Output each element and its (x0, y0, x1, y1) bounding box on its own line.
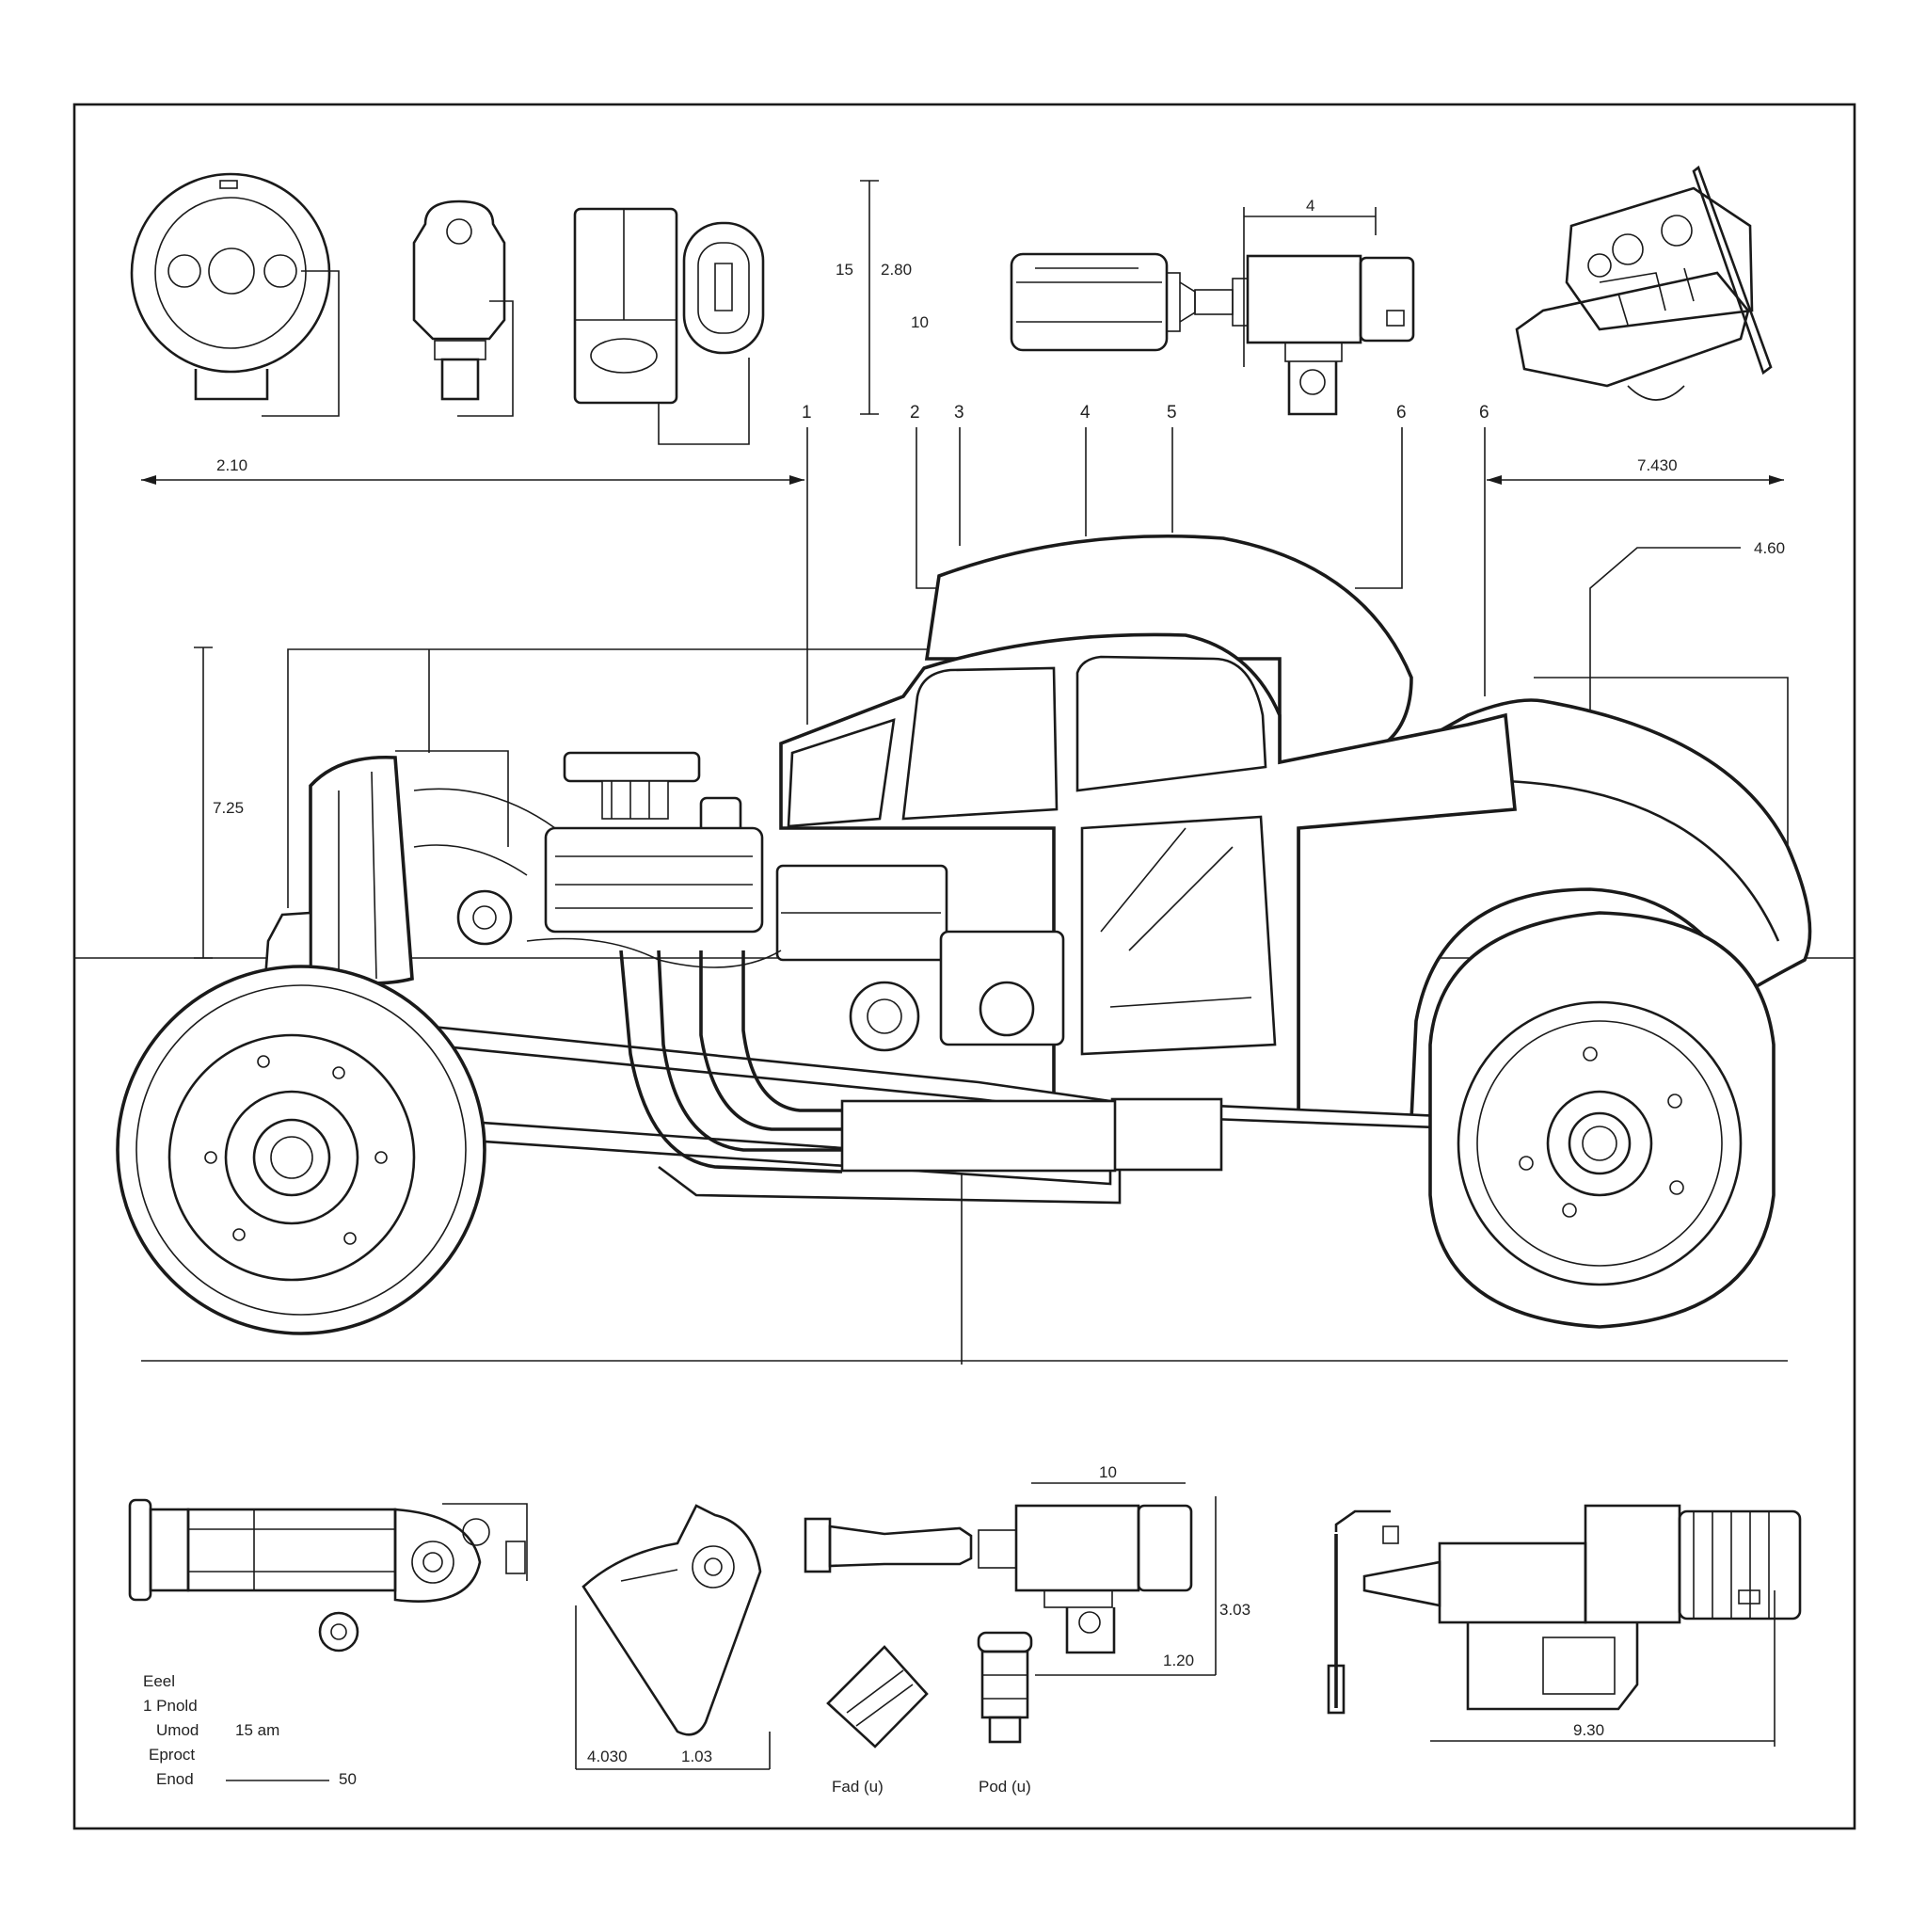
legend-item-2: Umod (156, 1721, 199, 1739)
top-vertical-dimension: 15 2.80 10 (836, 180, 929, 415)
dim-label-top-right: 7.430 (1637, 456, 1678, 474)
dim-label-top-mid-b: 2.80 (881, 261, 912, 279)
dim-label-bottom-top: 10 (1099, 1463, 1117, 1481)
part-label-filter-a: Fad (u) (832, 1778, 884, 1796)
part-label-filter-b: Pod (u) (979, 1778, 1031, 1796)
legend-header: Eeel (143, 1672, 175, 1690)
hot-rod-vehicle (116, 534, 1812, 1335)
dim-label-bottom-side: 3.03 (1219, 1601, 1250, 1619)
pump-component: 4 (1010, 197, 1415, 416)
engine-block-component (1515, 165, 1773, 401)
dim-label-component-width: 4 (1306, 197, 1314, 215)
rear-wheel (1428, 911, 1776, 1329)
filter-b-component: Pod (u) (977, 1631, 1033, 1796)
gauge-component (130, 172, 340, 417)
callout-2: 2 (910, 403, 920, 423)
dimension-top-left: 2.10 (141, 456, 804, 485)
dim-label-left-height: 7.25 (213, 799, 244, 817)
dim-label-top-mid-a: 15 (836, 261, 853, 279)
callout-numbers: 1 2 3 4 5 6 6 (802, 403, 1489, 423)
legend-item-4: Enod (156, 1770, 194, 1788)
callout-4: 4 (1080, 403, 1091, 423)
front-wheel (116, 965, 486, 1335)
dim-label-bottom-a: 4.030 (587, 1748, 628, 1765)
dimension-top-right: 7.430 (1487, 456, 1784, 485)
legend-item-3: Eproct (149, 1746, 195, 1764)
engine-assembly (413, 751, 1122, 1205)
dim-label-top-mid-c: 10 (911, 313, 929, 331)
bracket-component: 4.030 1.03 (575, 1504, 771, 1770)
sensor-component (412, 200, 514, 417)
relay-component (573, 207, 765, 445)
filter-a-component: Fad (u) (826, 1645, 929, 1796)
callout-3: 3 (954, 403, 964, 423)
callout-6a: 6 (1396, 403, 1407, 423)
motor-component (128, 1498, 528, 1653)
legend-item-1: 1 Pnold (143, 1697, 198, 1715)
legend-block: Eeel 1 Pnold Umod 15 am Eproct Enod (143, 1672, 329, 1788)
legend-item-2-note: 15 am (235, 1721, 279, 1739)
sheet-border (72, 103, 1856, 1830)
dim-label-bottom-right: 9.30 (1573, 1721, 1604, 1739)
dim-label-right-callout: 4.60 (1754, 539, 1785, 557)
callout-leaders (806, 427, 1486, 725)
callout-5: 5 (1167, 403, 1177, 423)
actuator-component: 10 3.03 1.20 (804, 1463, 1250, 1676)
dim-label-bottom-b: 1.03 (681, 1748, 712, 1765)
dim-label-top-left: 2.10 (216, 456, 247, 474)
gearbox-component: 9.30 (1327, 1504, 1802, 1747)
dimension-left-height: 7.25 (194, 647, 932, 959)
legend-dim-value: 50 (339, 1770, 357, 1788)
dim-label-bottom-lower-a: 1.20 (1163, 1652, 1194, 1669)
callout-1: 1 (802, 403, 812, 423)
callout-6b: 6 (1479, 403, 1489, 423)
